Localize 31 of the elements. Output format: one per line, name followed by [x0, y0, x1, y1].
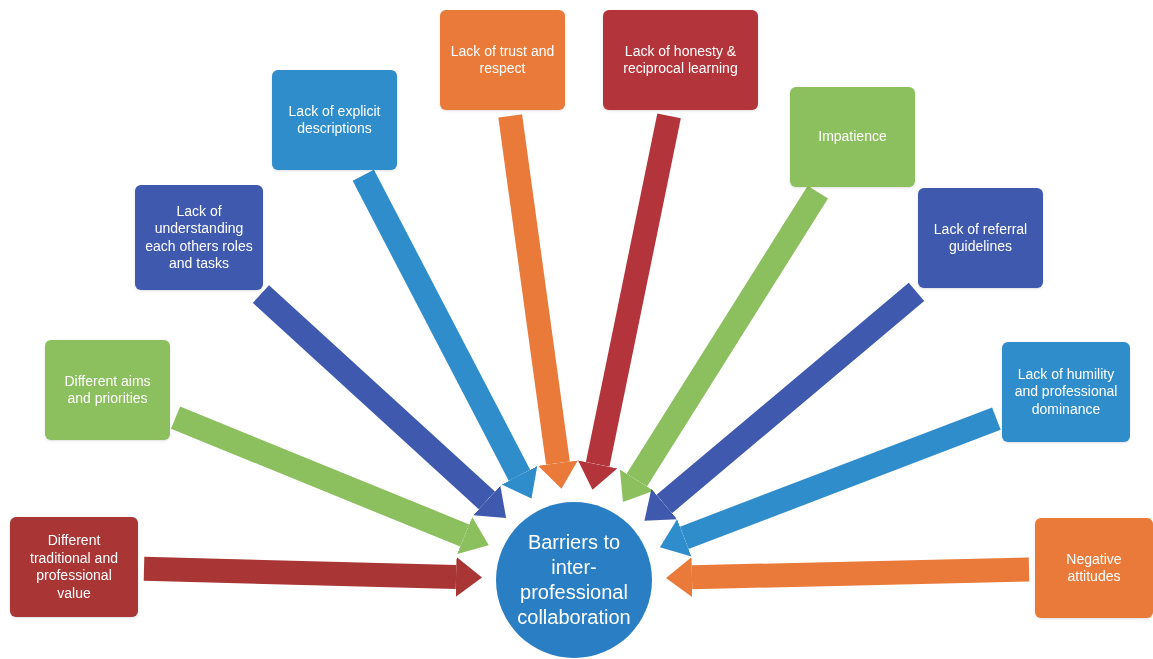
block-arrow: [143, 556, 483, 597]
barrier-box: [135, 185, 263, 290]
block-arrow: [666, 557, 1030, 598]
barrier-text: Negative attitudes: [1065, 550, 1123, 586]
barrier-box: [603, 10, 758, 110]
barrier-text: Lack of trust and respect: [449, 42, 556, 78]
barrier-box: [918, 188, 1043, 288]
barrier-box: [790, 87, 915, 187]
barrier-text: Impatience: [818, 128, 887, 146]
barrier-text: Lack of honesty & reciprocal learning: [622, 42, 739, 78]
barrier-box: [10, 517, 138, 617]
barrier-text: Lack of understanding each others roles and tasks: [144, 202, 254, 273]
block-arrow: [352, 169, 538, 499]
barrier-text: Lack of referral guidelines: [932, 220, 1029, 256]
barrier-text: Lack of explicit descriptions: [287, 102, 382, 138]
block-arrow: [498, 114, 578, 489]
block-arrow: [644, 282, 925, 521]
barrier-box: [45, 340, 170, 440]
block-arrow: [659, 407, 1001, 557]
block-arrow: [619, 185, 829, 503]
topic-text: Barriers to inter-professional collaboration: [516, 530, 632, 630]
block-arrow: [171, 406, 489, 554]
barrier-box: [440, 10, 565, 110]
block-arrow: [252, 285, 507, 518]
barrier-text: Different aims and priorities: [63, 372, 152, 408]
barrier-box: [1002, 342, 1130, 442]
barrier-box: [272, 70, 397, 170]
block-arrow: [578, 113, 681, 490]
barrier-text: Different traditional and professional value: [29, 532, 119, 602]
barrier-box: [1035, 518, 1153, 618]
barrier-text: Lack of humility and professional dominance: [1013, 365, 1119, 419]
